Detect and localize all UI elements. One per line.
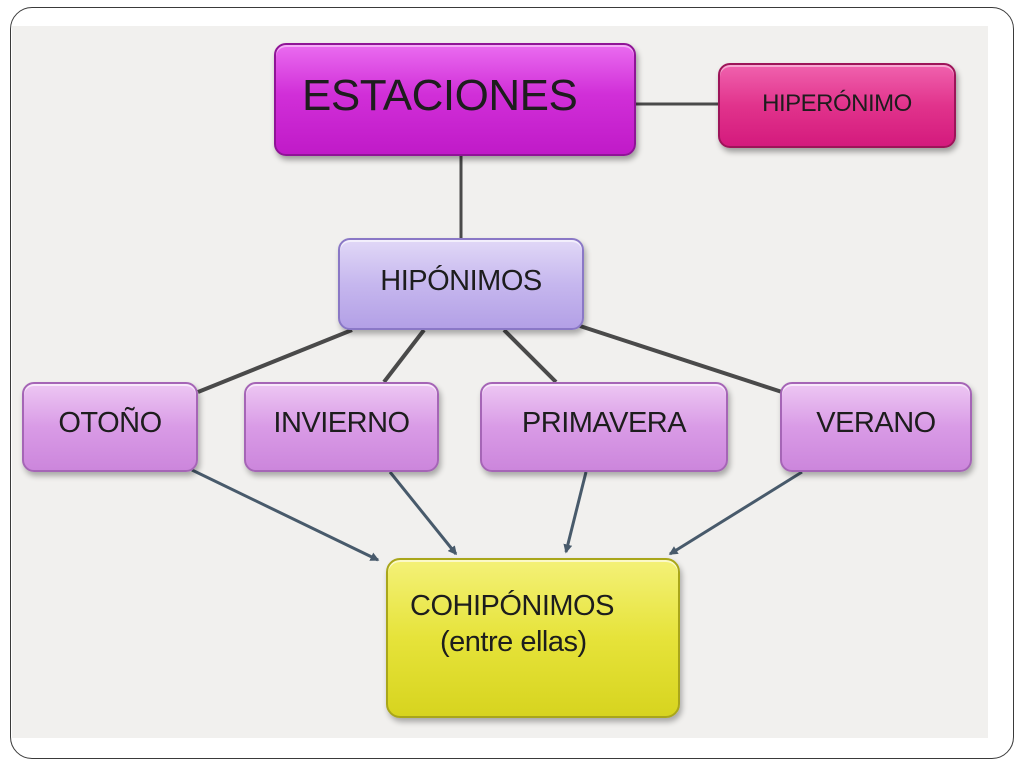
- node-estaciones-label: ESTACIONES: [302, 70, 578, 120]
- node-estaciones: ESTACIONES: [274, 43, 636, 156]
- node-cohiponimos-label: COHIPÓNIMOS: [410, 590, 614, 622]
- node-primavera: PRIMAVERA: [480, 382, 728, 472]
- node-verano: VERANO: [780, 382, 972, 472]
- node-hiponimos-label: HIPÓNIMOS: [380, 264, 542, 297]
- node-hiponimos: HIPÓNIMOS: [338, 238, 584, 330]
- node-invierno-label: INVIERNO: [273, 406, 410, 439]
- node-cohiponimos: COHIPÓNIMOS (entre ellas): [386, 558, 680, 718]
- node-otono: OTOÑO: [22, 382, 198, 472]
- node-cohiponimos-sublabel: (entre ellas): [440, 626, 587, 658]
- node-primavera-label: PRIMAVERA: [521, 406, 687, 439]
- node-hiperonimo-label: HIPERÓNIMO: [762, 89, 912, 117]
- node-verano-label: VERANO: [816, 406, 936, 439]
- node-hiperonimo: HIPERÓNIMO: [718, 63, 956, 148]
- node-otono-label: OTOÑO: [58, 406, 162, 439]
- node-invierno: INVIERNO: [244, 382, 439, 472]
